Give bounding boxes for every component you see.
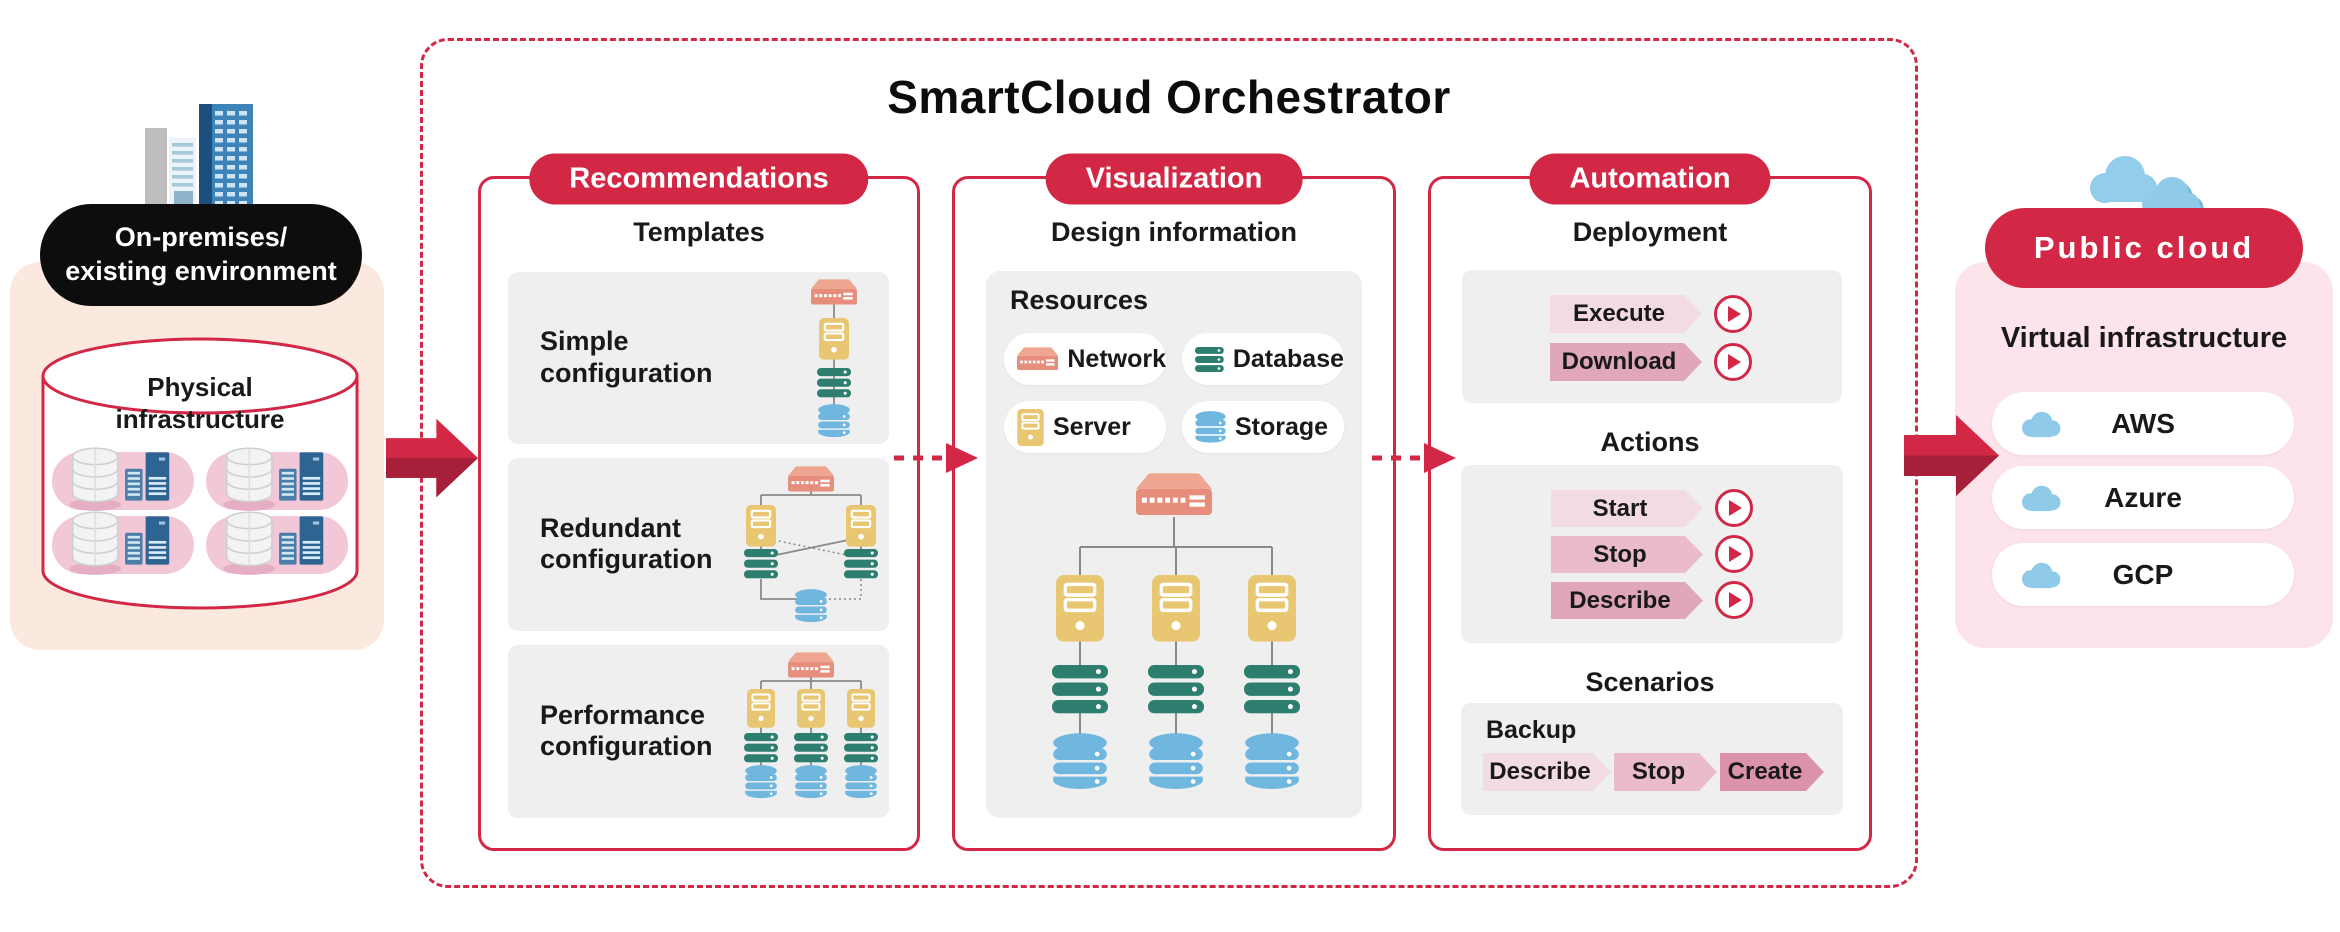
server-cluster-icon — [68, 504, 176, 580]
resource-label: Database — [1232, 344, 1344, 373]
simple-configuration-diagram — [811, 279, 857, 438]
flow-arrow-visualization-to-automation — [1372, 443, 1456, 473]
play-icon[interactable] — [1714, 343, 1752, 381]
physical-infrastructure-label: Physical infrastructure — [115, 372, 285, 434]
physical-infrastructure-cylinder: Physical infrastructure — [40, 336, 360, 614]
actions-card: Start Stop Describe — [1461, 465, 1843, 643]
design-information-card: Resources Network Database Server Storag… — [986, 271, 1362, 818]
play-icon[interactable] — [1715, 489, 1753, 527]
on-premises-badge: On-premises/ existing environment — [40, 204, 362, 306]
panel-visualization: Visualization Design information Resourc… — [952, 153, 1396, 851]
visualization-header-pill: Visualization — [1045, 153, 1303, 205]
server-cluster — [206, 516, 348, 574]
storage-icon — [1195, 411, 1226, 443]
design-information-heading: Design information — [1050, 217, 1297, 247]
deployment-card: Execute Download — [1462, 270, 1842, 403]
template-label: Performance configuration — [540, 699, 713, 762]
provider-pill-aws: AWS — [1992, 392, 2294, 455]
performance-configuration-diagram — [744, 652, 878, 799]
start-button[interactable]: Start — [1551, 490, 1703, 527]
download-button[interactable]: Download — [1550, 343, 1702, 381]
stop-button[interactable]: Stop — [1551, 536, 1703, 573]
topology-diagram — [1052, 473, 1300, 789]
resource-chip-database: Database — [1182, 333, 1344, 385]
deployment-heading: Deployment — [1572, 217, 1728, 247]
flow-arrow-onprem-to-orchestrator — [386, 412, 478, 504]
flow-arrow-recommendations-to-visualization — [894, 443, 978, 473]
describe-button[interactable]: Describe — [1551, 582, 1703, 619]
scenarios-heading: Scenarios — [1585, 667, 1715, 697]
resource-label: Server — [1053, 412, 1131, 441]
router-icon — [1017, 346, 1058, 372]
templates-heading: Templates — [633, 217, 765, 247]
recommendations-header-pill: Recommendations — [529, 153, 869, 205]
resource-label: Network — [1067, 344, 1166, 373]
provider-label: Azure — [2104, 481, 2182, 513]
buildings-icon — [143, 102, 255, 206]
resource-chip-server: Server — [1004, 401, 1166, 453]
template-card-performance: Performance configuration — [508, 645, 889, 818]
scenario-step-create[interactable]: Create — [1720, 753, 1824, 791]
scenario-step-describe[interactable]: Describe — [1483, 753, 1611, 791]
actions-heading: Actions — [1600, 427, 1700, 457]
virtual-infrastructure-heading: Virtual infrastructure — [2000, 322, 2288, 354]
page-title: SmartCloud Orchestrator — [887, 71, 1451, 123]
template-label: Redundant configuration — [540, 512, 713, 575]
scenarios-card: Backup Describe Stop Create — [1461, 703, 1843, 815]
redundant-configuration-diagram — [744, 466, 878, 623]
template-label: Simple configuration — [540, 326, 713, 388]
server-cluster — [206, 452, 348, 510]
resource-chip-storage: Storage — [1182, 401, 1344, 453]
resource-label: Storage — [1235, 412, 1329, 441]
public-cloud-label: Public cloud — [2033, 230, 2255, 265]
panel-recommendations: Recommendations Templates Simple configu… — [478, 153, 920, 851]
resources-heading: Resources — [1010, 285, 1149, 315]
server-cluster — [52, 516, 194, 574]
provider-pill-gcp: GCP — [1992, 543, 2294, 606]
scenario-name-label: Backup — [1486, 716, 1577, 744]
execute-button[interactable]: Execute — [1550, 295, 1702, 333]
resource-chip-network: Network — [1004, 333, 1166, 385]
database-icon — [1195, 345, 1224, 374]
public-cloud-pill: Public cloud — [1985, 208, 2303, 288]
play-icon[interactable] — [1715, 535, 1753, 573]
server-icon — [1017, 409, 1044, 446]
automation-header-pill: Automation — [1529, 153, 1771, 205]
scenario-step-stop[interactable]: Stop — [1614, 753, 1717, 791]
on-premises-badge-label: On-premises/ existing environment — [65, 222, 337, 286]
flow-arrow-orchestrator-to-cloud — [1904, 408, 1999, 503]
panel-automation: Automation Deployment Execute Download A… — [1428, 153, 1872, 851]
template-card-redundant: Redundant configuration — [508, 458, 889, 631]
server-cluster-icon — [222, 504, 330, 580]
provider-label: GCP — [2112, 558, 2174, 590]
provider-label: AWS — [2111, 407, 2175, 439]
play-icon[interactable] — [1715, 581, 1753, 619]
play-icon[interactable] — [1714, 295, 1752, 333]
template-card-simple: Simple configuration — [508, 272, 889, 444]
provider-pill-azure: Azure — [1992, 466, 2294, 529]
server-cluster — [52, 452, 194, 510]
